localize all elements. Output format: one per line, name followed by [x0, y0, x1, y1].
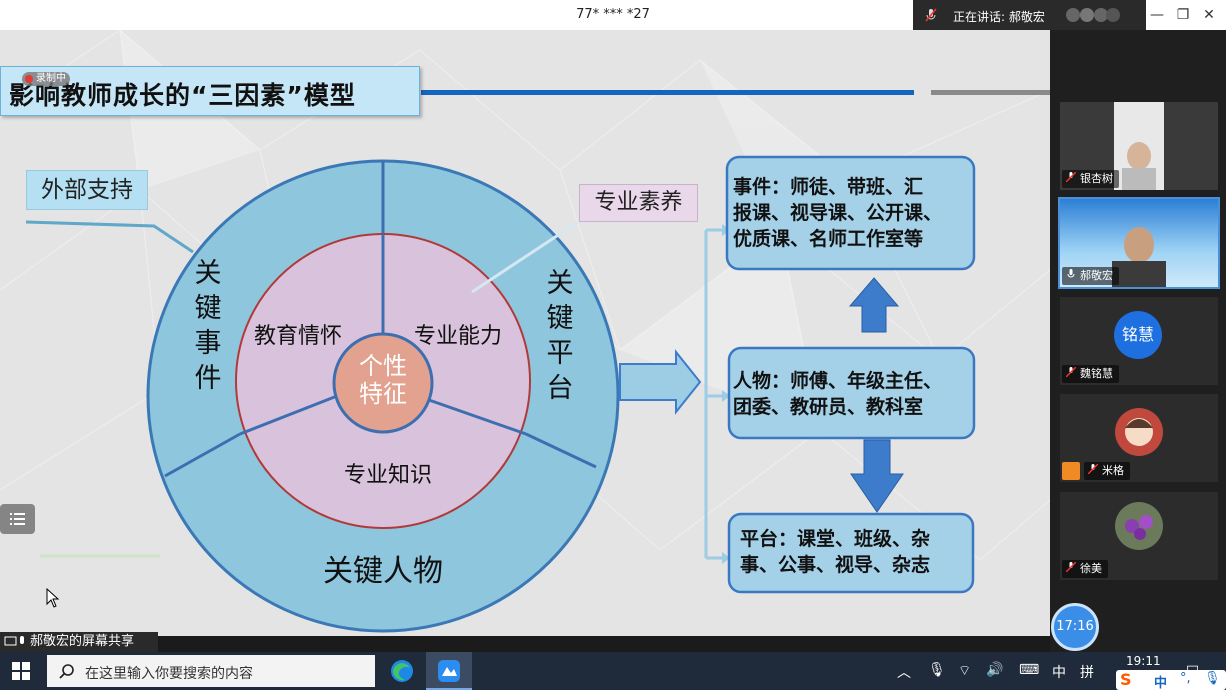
keyboard-icon[interactable]: ⌨	[1019, 662, 1040, 678]
edge-browser-icon[interactable]	[379, 652, 425, 690]
volume-icon[interactable]: 🔊	[986, 662, 1004, 678]
tray-chevron-icon[interactable]: ︿	[897, 665, 911, 681]
platform-text: 平台：课堂、班级、杂 事、公事、视导、杂志	[740, 528, 931, 576]
window-titlebar: 77* *** *27 正在讲话: 郝敬宏 — ❐ ✕	[0, 0, 1226, 30]
people-text: 人物：师傅、年级主任、 团委、教研员、教科室	[733, 370, 943, 418]
windows-start-icon[interactable]	[12, 662, 30, 680]
participant-tile[interactable]: 铭慧 魏铭慧	[1060, 297, 1218, 385]
mic-icon	[1067, 269, 1075, 278]
speaking-label: 正在讲话: 郝敬宏	[953, 10, 1045, 24]
search-icon	[59, 664, 74, 679]
blurred-region	[1066, 8, 1120, 22]
core-circle	[332, 332, 434, 434]
outer-support-label: 外部支持	[26, 170, 148, 210]
screen-share-banner: 郝敬宏的屏幕共享	[0, 632, 158, 652]
mic-muted-icon	[1088, 464, 1098, 474]
platform-box	[727, 512, 975, 594]
punctuation-icon: °,	[1180, 671, 1191, 686]
share-screen-icon	[4, 636, 24, 646]
people-box	[727, 346, 976, 440]
participant-name-tag: 郝敬宏	[1062, 267, 1119, 285]
sogou-icon: S	[1120, 670, 1132, 689]
mouse-cursor	[46, 588, 60, 608]
key-platform-label: 关 键 平 台	[546, 268, 574, 404]
record-icon	[25, 75, 33, 83]
participant-name-tag: 米格	[1084, 462, 1130, 480]
host-icon	[1062, 462, 1080, 480]
restore-button[interactable]: ❐	[1176, 7, 1190, 23]
close-button[interactable]: ✕	[1203, 7, 1215, 23]
taskbar-search-input[interactable]: 在这里输入你要搜索的内容	[47, 655, 375, 687]
meeting-app-icon[interactable]	[426, 652, 472, 690]
events-text: 事件：师徒、带班、汇 报课、视导课、公开课、 优质课、名师工作室等	[733, 176, 943, 250]
participant-tile[interactable]: 徐美	[1060, 492, 1218, 580]
window-title: 77* *** *27	[576, 7, 650, 22]
minimize-button[interactable]: —	[1150, 7, 1164, 23]
shared-slide: 影响教师成长的“三因素”模型 录制中 外部支持 专业素养 关 键 事 件 关 键…	[0, 30, 1050, 636]
key-people-label: 关键人物	[323, 554, 443, 589]
arrow-down	[850, 439, 904, 513]
meeting-timer[interactable]: 17:16	[1051, 603, 1099, 651]
avatar-image	[1115, 502, 1163, 550]
slide-title-box: 影响教师成长的“三因素”模型	[0, 66, 420, 116]
events-box	[725, 155, 976, 271]
speaking-indicator: 正在讲话: 郝敬宏	[913, 0, 1146, 30]
title-blue-line	[421, 90, 914, 95]
avatar: 铭慧	[1114, 311, 1162, 359]
ime-chinese-indicator[interactable]: 中	[1052, 665, 1066, 681]
participant-tile[interactable]: 郝敬宏	[1058, 197, 1220, 289]
arrow-right	[619, 349, 702, 415]
arrow-up	[848, 277, 900, 333]
participant-panel: 银杏树 郝敬宏 铭慧 魏铭慧 米格	[1050, 30, 1226, 654]
sogou-ime-bar[interactable]: S 中 °, 🎙	[1116, 670, 1226, 690]
list-icon	[10, 513, 25, 525]
core-label: 个性 特征	[359, 352, 407, 408]
participant-name-tag: 徐美	[1062, 560, 1108, 578]
professional-quality-label: 专业素养	[579, 184, 698, 222]
mic-muted-icon	[1066, 562, 1076, 572]
participant-name-tag: 银杏树	[1062, 170, 1119, 188]
ime-pinyin-indicator[interactable]: 拼	[1080, 665, 1094, 681]
slide-title: 影响教师成长的“三因素”模型	[9, 81, 356, 110]
taskbar-clock[interactable]: 19:11	[1126, 654, 1161, 668]
taskbar: 在这里输入你要搜索的内容 ︿ 🎙 ⌔ 🔊 ⌨ 中 拼 19:11 ▭ S 中 °…	[0, 652, 1226, 690]
title-gray-line	[931, 90, 1050, 95]
sector-education-passion: 教育情怀	[254, 324, 343, 349]
tray-mic-icon[interactable]: 🎙	[928, 662, 946, 678]
participant-name-tag: 魏铭慧	[1062, 365, 1119, 383]
sector-professional-ability: 专业能力	[414, 324, 503, 349]
avatar	[1115, 408, 1163, 456]
sector-professional-knowledge: 专业知识	[344, 463, 433, 488]
mic-muted-icon	[1066, 367, 1076, 377]
voice-input-icon: 🎙	[1204, 671, 1221, 686]
key-events-label: 关 键 事 件	[194, 258, 222, 394]
menu-list-button[interactable]	[0, 504, 35, 534]
recording-badge: 录制中	[22, 72, 70, 86]
mic-muted-icon	[925, 8, 937, 22]
participant-tile[interactable]: 银杏树	[1060, 102, 1218, 190]
participant-tile[interactable]: 米格	[1060, 394, 1218, 482]
mic-muted-icon	[1066, 172, 1076, 182]
wifi-icon[interactable]: ⌔	[958, 663, 972, 679]
